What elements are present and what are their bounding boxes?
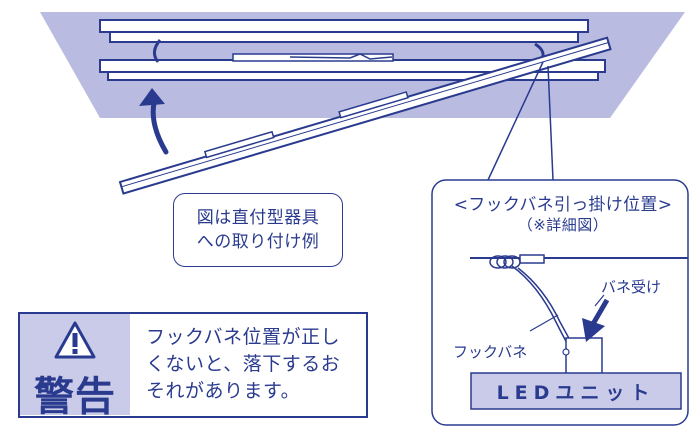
led-unit-tilted — [118, 36, 612, 195]
left-hook-spring — [153, 39, 162, 63]
detail-title: <フックバネ引っ掛け位置> — [453, 195, 673, 215]
callout-lines — [487, 61, 554, 181]
detail-spring-coil — [489, 255, 521, 269]
hook-spring-label: フックバネ — [453, 343, 528, 361]
caption-line-2: への取り付け例 — [196, 232, 320, 252]
spring-receiver — [565, 337, 603, 375]
down-arrow-icon — [582, 298, 610, 342]
spring-receiver-label: バネ受け — [601, 278, 662, 296]
warning-title: 警告 — [34, 374, 116, 420]
warning-line-1: フックバネ位置が正し — [146, 326, 341, 348]
warning-side-panel: 警告 — [20, 314, 130, 420]
warning-line-2: くないと、落下するお — [146, 353, 341, 375]
warning-message: フックバネ位置が正し くないと、落下するお それがあります。 — [146, 324, 361, 405]
led-unit-label: LEDユニット — [496, 381, 656, 404]
led-unit-box — [470, 372, 682, 410]
caption-bubble: 図は直付型器具 への取り付け例 — [173, 193, 343, 267]
warning-line-3: それがあります。 — [146, 380, 301, 402]
warning-triangle-icon — [54, 321, 96, 359]
up-arrow-icon — [139, 88, 169, 155]
fixture-wire — [289, 53, 393, 60]
warning-box: 警告 フックバネ位置が正し くないと、落下するお それがあります。 — [18, 312, 368, 420]
fixture-body — [99, 19, 606, 81]
detail-subtitle: （※詳細図） — [517, 216, 609, 234]
caption-line-1: 図は直付型器具 — [196, 208, 320, 228]
detail-panel — [431, 179, 689, 426]
